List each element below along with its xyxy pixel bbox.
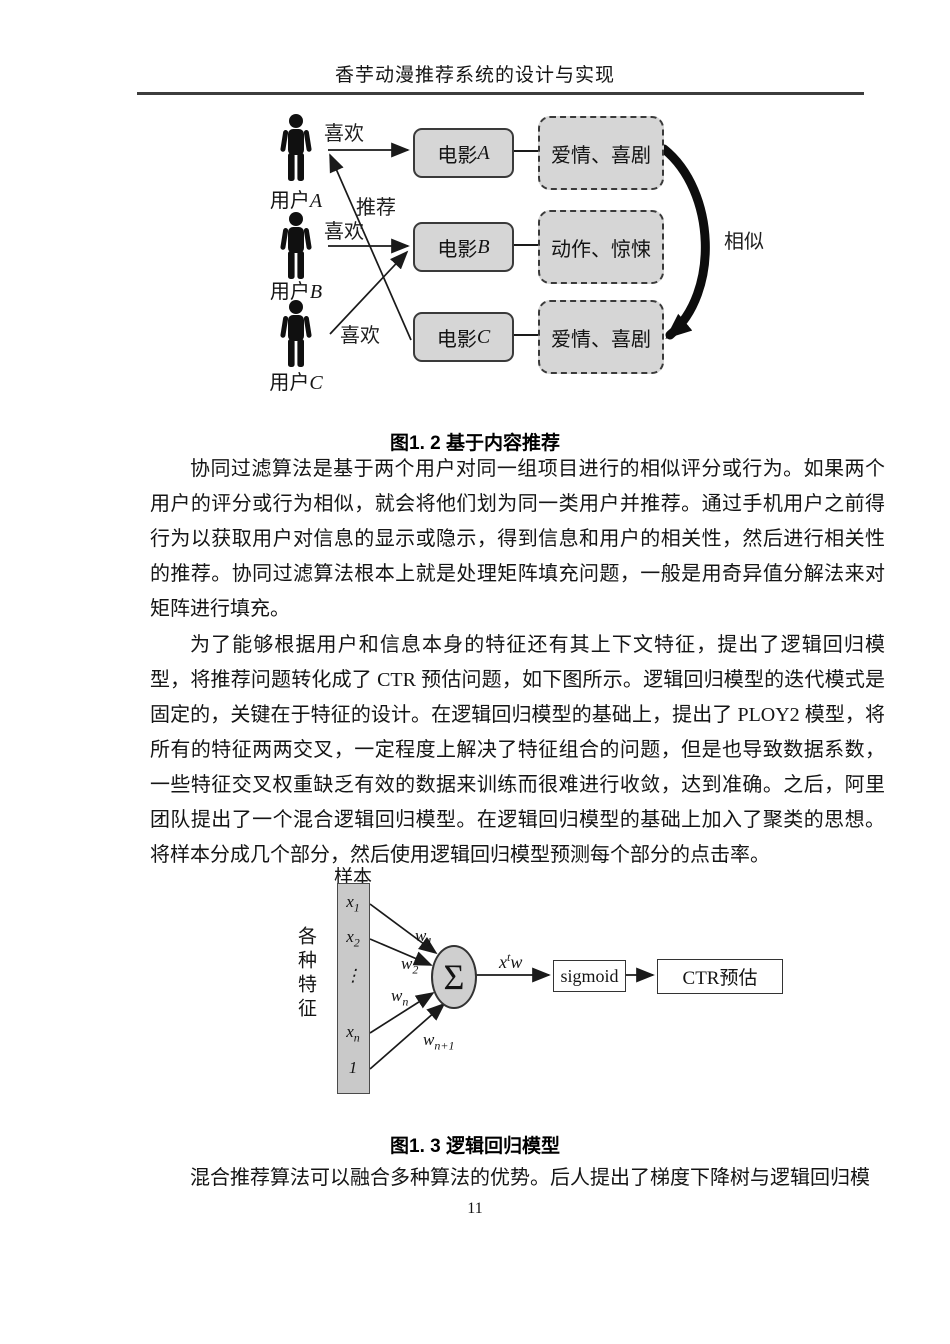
figure1-arrows [328,142,710,341]
arrow-x2-to-sum [369,938,433,966]
features-vertical-label: 各种特征 [295,926,316,1022]
arrow-x1-to-sum [369,903,438,955]
arrow-bias-to-sum [369,1002,446,1070]
header-rule [137,92,864,95]
genre-box-romance-comedy-bottom: 爱情、喜剧 [538,300,664,374]
userB-label: 用户B [269,281,323,303]
userC-person-icon [276,299,316,369]
userB-person-icon [276,211,316,281]
input-x1: x1 [346,892,360,915]
figure-logistic-regression-model: 样本 各种特征 x1 x2 ⋮ xn 1 w1 w2 wn wn+1 Σ xtw… [280,862,825,1114]
input-ellipsis: ⋮ [344,966,362,985]
weight-w1: w1 [415,926,433,949]
input-xn: xn [346,1022,360,1045]
genre-box-action-thriller: 动作、惊悚 [538,210,664,284]
similar-label: 相似 [724,231,764,253]
xtw-label: xtw [499,950,523,972]
like-label-1: 喜欢 [324,123,364,145]
ctr-estimate-box: CTR预估 [657,959,783,994]
arrow-xn-to-sum [369,991,435,1034]
userC-label: 用户C [269,372,323,394]
like-label-3: 喜欢 [340,325,380,347]
paragraph-hybrid-recommendation: 混合推荐算法可以融合多种算法的优势。后人提出了梯度下降树与逻辑回归模 [190,1167,870,1189]
feature-vector-rect [337,883,370,1094]
userA-person-icon [276,113,316,183]
paragraph-collaborative-filtering: 协同过滤算法是基于两个用户对同一组项目进行的相似评分或行为。如果两个用户的评分或… [150,458,885,620]
weight-wn: wn [391,986,409,1009]
sum-node: Σ [431,945,477,1009]
weight-wn-plus-1: wn+1 [423,1030,455,1053]
sigma-symbol: Σ [443,957,465,997]
like-label-2: 喜欢 [324,221,364,243]
page-header-title: 香芋动漫推荐系统的设计与实现 [334,65,615,86]
sigmoid-box: sigmoid [553,960,626,992]
figure1-caption: 图1. 2 基于内容推荐 [390,433,560,454]
paragraph-logistic-regression: 为了能够根据用户和信息本身的特征还有其上下文特征，提出了逻辑回归模型，将推荐问题… [150,634,885,866]
input-x2: x2 [346,927,360,950]
userA-label: 用户A [269,190,323,212]
weight-w2: w2 [401,954,419,977]
input-bias-one: 1 [348,1058,358,1077]
arrow-userC-likes-movieB [329,250,409,335]
figure2-arrows [369,903,655,1070]
arrow-recommend-movieC-to-userA [329,153,412,341]
sample-label: 样本 [333,867,372,888]
genre-box-romance-comedy-top: 爱情、喜剧 [538,116,664,190]
figure2-caption: 图1. 3 逻辑回归模型 [390,1136,560,1157]
similar-curve-arrow [659,144,710,340]
recommend-label: 推荐 [356,197,396,219]
page-number: 11 [467,1200,483,1217]
